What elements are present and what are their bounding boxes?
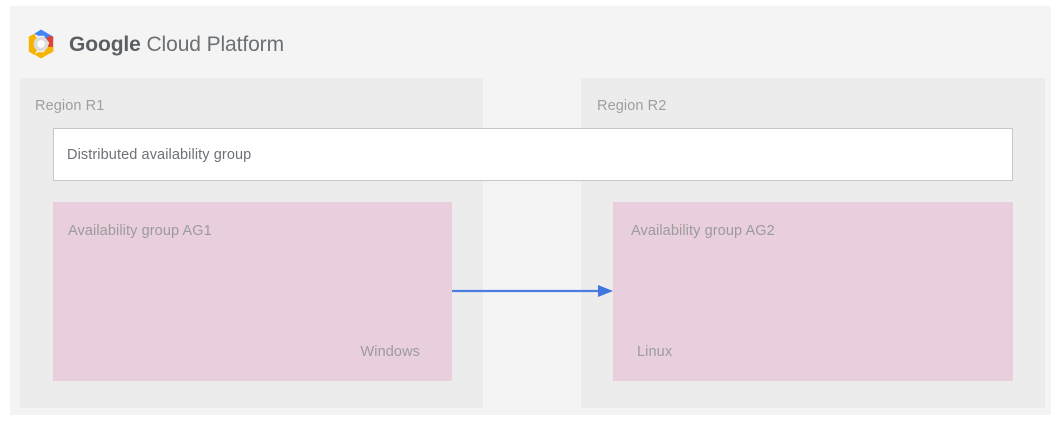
availability-group-box-ag1: Availability group AG1 Windows (53, 202, 452, 381)
brand-title-strong: Google (69, 32, 141, 56)
availability-group-title-ag1: Availability group AG1 (68, 223, 212, 239)
brand: Google Cloud Platform (24, 24, 284, 64)
replication-arrow (452, 282, 614, 300)
availability-group-box-ag2: Availability group AG2 Linux (613, 202, 1013, 381)
arrow-right-icon (452, 285, 613, 297)
region-label-r1: Region R1 (35, 98, 105, 114)
brand-title-light: Cloud Platform (146, 32, 284, 56)
region-label-r2: Region R2 (597, 98, 667, 114)
availability-group-os-ag2: Linux (637, 344, 673, 360)
brand-title: Google Cloud Platform (69, 34, 284, 55)
google-cloud-platform-logo-icon (28, 29, 54, 59)
distributed-availability-group-label: Distributed availability group (67, 146, 252, 163)
distributed-availability-group-box: Distributed availability group (53, 128, 1013, 181)
header: Google Cloud Platform (10, 6, 1051, 72)
availability-group-title-ag2: Availability group AG2 (631, 223, 775, 239)
availability-group-os-ag1: Windows (360, 344, 420, 360)
